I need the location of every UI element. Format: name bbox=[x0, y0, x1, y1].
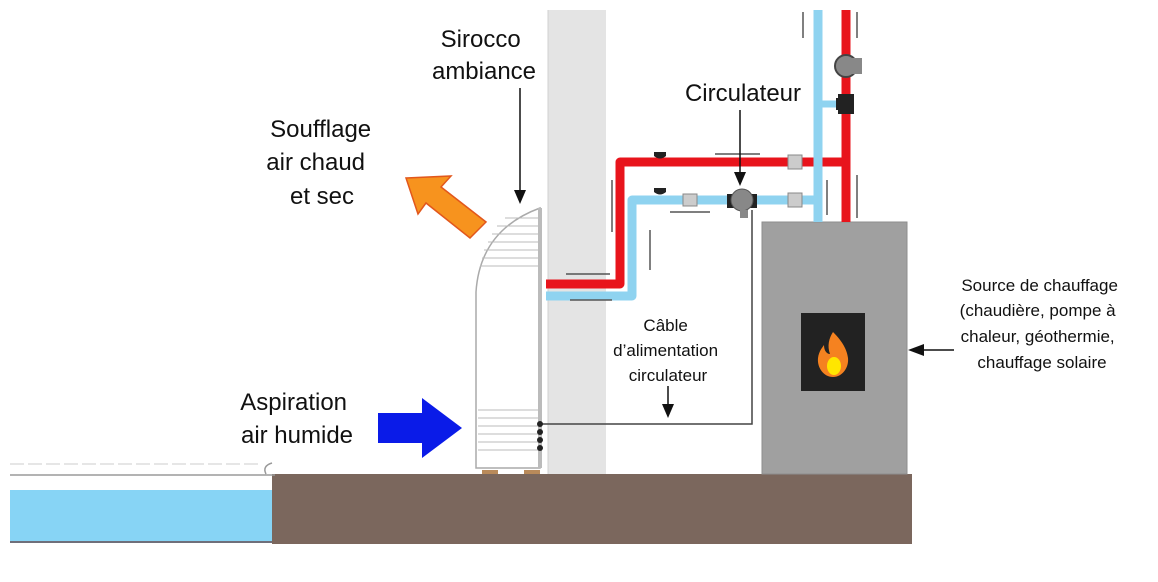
valve-icon bbox=[654, 152, 666, 159]
pool-water bbox=[10, 490, 272, 542]
label-sirocco: Sirocco ambiance bbox=[432, 26, 536, 85]
union-fitting bbox=[787, 192, 803, 208]
flame-icon bbox=[817, 332, 849, 377]
pointer-arrow-source bbox=[908, 344, 954, 356]
label-source: Source de chauffage (chaudière, pompe à … bbox=[960, 276, 1123, 372]
pointer-arrow-circulateur bbox=[734, 110, 746, 186]
union-fitting bbox=[682, 193, 698, 207]
label-circulateur: Circulateur bbox=[685, 80, 801, 107]
pool-cover-roll bbox=[264, 462, 273, 475]
flow-direction-marks bbox=[566, 12, 858, 301]
valve-icon bbox=[836, 94, 854, 114]
hot-water-pipe bbox=[546, 10, 851, 289]
ground bbox=[272, 474, 912, 544]
union-fitting bbox=[787, 154, 803, 170]
power-cable bbox=[540, 210, 753, 425]
label-aspiration: Aspiration air humide bbox=[240, 389, 353, 449]
label-soufflage: Soufflage air chaud et sec bbox=[266, 116, 378, 210]
pointer-arrow-sirocco bbox=[514, 88, 526, 204]
pointer-arrow-cable bbox=[662, 386, 674, 418]
label-cable: Câble d’alimentation circulateur bbox=[613, 316, 723, 385]
circulator-pump-icon bbox=[727, 188, 757, 218]
valve-icon bbox=[654, 188, 666, 195]
sirocco-dehumidifier-unit bbox=[475, 206, 543, 474]
wall bbox=[548, 10, 606, 476]
hot-dry-air-arrow bbox=[404, 175, 488, 240]
circulator-pump-icon-2 bbox=[834, 54, 862, 78]
humid-air-arrow bbox=[378, 398, 462, 458]
